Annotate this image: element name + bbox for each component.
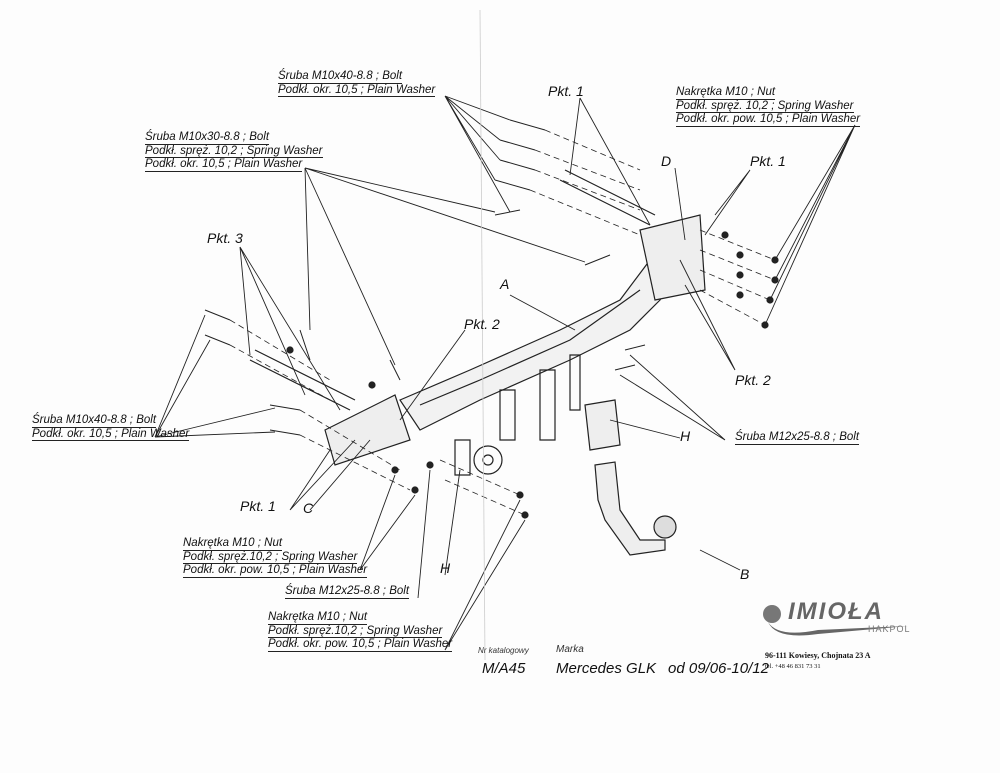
company-phone: tel. +48 46 831 73 31 <box>765 663 821 670</box>
years: od 09/06-10/12 <box>668 660 769 677</box>
catalog-value: M/A45 <box>482 660 526 677</box>
callout-line: Podkł. okr. pow. 10,5 ; Plain Washer <box>676 113 861 127</box>
callout-line: Podkł. okr. 10,5 ; Plain Washer <box>145 158 303 172</box>
bracket-c <box>324 394 411 466</box>
callout-line: Podkł. spręż. 10,2 ; Spring Washer <box>145 144 323 158</box>
bracket-d <box>639 214 706 301</box>
callout-left-top-bolt: Śruba M10x30-8.8 ; Bolt Podkł. spręż. 10… <box>145 131 323 172</box>
callout-line: Podkł. spręż.10,2 ; Spring Washer <box>183 550 358 564</box>
tag-pkt3: Pkt. 3 <box>207 230 243 246</box>
callout-bottom-nut-1: Nakrętka M10 ; Nut Podkł. spręż.10,2 ; S… <box>183 537 368 578</box>
catalog-label: Nr katalogowy <box>478 646 529 655</box>
company-logo: IMIOŁA HAKPOL <box>758 598 928 645</box>
callout-line: Podkł. okr. 10,5 ; Plain Washer <box>278 83 436 97</box>
callout-line: Śruba M10x40-8.8 ; Bolt <box>32 414 157 428</box>
tag-h-bottom: H <box>440 560 451 576</box>
tag-pkt1-top: Pkt. 1 <box>548 83 584 99</box>
ball-hitch <box>594 461 666 556</box>
tag-pkt1-right: Pkt. 1 <box>750 153 786 169</box>
logo-sub: HAKPOL <box>868 624 911 634</box>
tag-pkt2-mid: Pkt. 2 <box>464 316 500 332</box>
brand-label: Marka <box>556 644 584 655</box>
callout-line: Śruba M12x25-8.8 ; Bolt <box>285 585 410 599</box>
callout-bottom-bolt: Śruba M12x25-8.8 ; Bolt <box>285 585 410 599</box>
callout-left-bolt: Śruba M10x40-8.8 ; Bolt Podkł. okr. 10,5… <box>32 414 190 441</box>
tag-c: C <box>303 500 314 516</box>
callout-line: Nakrętka M10 ; Nut <box>183 537 283 551</box>
callout-line: Podkł. spręż.10,2 ; Spring Washer <box>268 624 443 638</box>
callout-line: Nakrętka M10 ; Nut <box>268 611 368 625</box>
tag-b: B <box>740 566 750 582</box>
tag-d: D <box>661 153 672 169</box>
callout-line: Podkł. spręż. 10,2 ; Spring Washer <box>676 99 854 113</box>
callout-top-bolt: Śruba M10x40-8.8 ; Bolt Podkł. okr. 10,5… <box>278 70 436 97</box>
callout-line: Śruba M10x40-8.8 ; Bolt <box>278 70 403 84</box>
callout-line: Podkł. okr. 10,5 ; Plain Washer <box>32 427 190 441</box>
tag-pkt2-right: Pkt. 2 <box>735 372 771 388</box>
callout-line: Śruba M10x30-8.8 ; Bolt <box>145 131 270 145</box>
tag-a: A <box>500 276 510 292</box>
callout-right-bolt: Śruba M12x25-8.8 ; Bolt <box>735 431 860 445</box>
tag-pkt1-left: Pkt. 1 <box>240 498 276 514</box>
logo-swoosh-icon <box>763 605 908 636</box>
callout-right-nut: Nakrętka M10 ; Nut Podkł. spręż. 10,2 ; … <box>676 86 861 127</box>
callout-line: Podkł. okr. pow. 10,5 ; Plain Washer <box>268 638 453 652</box>
callout-line: Nakrętka M10 ; Nut <box>676 86 776 100</box>
callout-bottom-nut-2: Nakrętka M10 ; Nut Podkł. spręż.10,2 ; S… <box>268 611 453 652</box>
brand-value: Mercedes GLK <box>556 660 657 677</box>
logo-text: IMIOŁA <box>788 598 884 625</box>
tag-h-right: H <box>680 428 691 444</box>
company-address: 96-111 Kowiesy, Chojnata 23 A <box>765 651 871 660</box>
callout-line: Podkł. okr. pow. 10,5 ; Plain Washer <box>183 564 368 578</box>
callout-line: Śruba M12x25-8.8 ; Bolt <box>735 431 860 445</box>
